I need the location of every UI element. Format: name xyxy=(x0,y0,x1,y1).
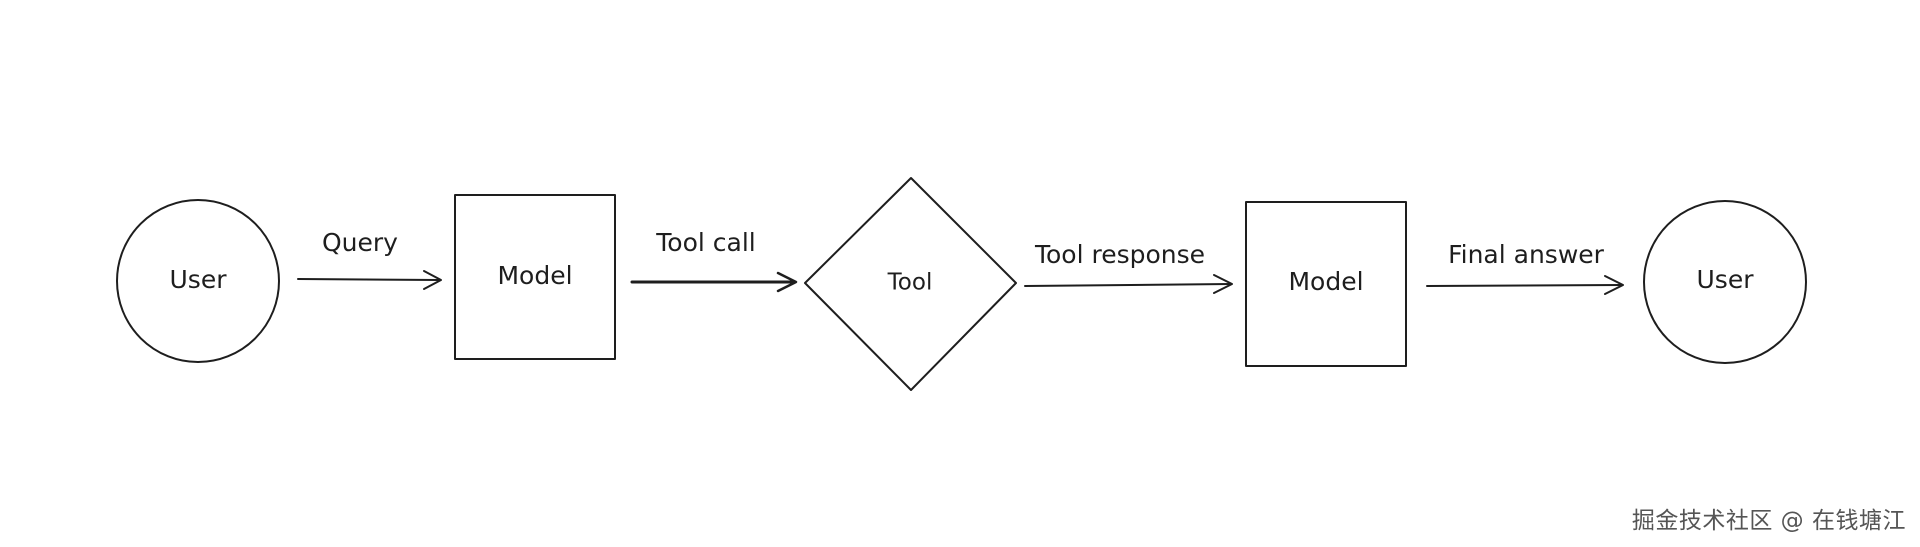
query-edge-label: Query xyxy=(322,228,398,257)
tool-call-edge: Tool call xyxy=(630,228,798,293)
query-edge: Query xyxy=(297,228,442,290)
user-end-node: User xyxy=(1643,200,1807,364)
user-start-node: User xyxy=(116,199,280,363)
final-answer-edge: Final answer xyxy=(1426,240,1624,295)
model-first-label: Model xyxy=(497,261,572,290)
model-first-node: Model xyxy=(454,194,616,360)
watermark-text: 掘金技术社区 @ 在钱塘江 xyxy=(1631,508,1906,534)
final-answer-edge-label: Final answer xyxy=(1448,240,1605,269)
model-second-node: Model xyxy=(1245,201,1407,367)
tool-node: Tool xyxy=(804,177,1017,391)
tool-call-edge-label: Tool call xyxy=(655,228,755,257)
model-second-label: Model xyxy=(1288,267,1363,296)
tool-response-edge: Tool response xyxy=(1024,240,1233,294)
tool-response-edge-label: Tool response xyxy=(1034,240,1205,269)
user-start-label: User xyxy=(170,265,228,294)
user-end-label: User xyxy=(1697,265,1755,294)
tool-label: Tool xyxy=(887,270,933,296)
